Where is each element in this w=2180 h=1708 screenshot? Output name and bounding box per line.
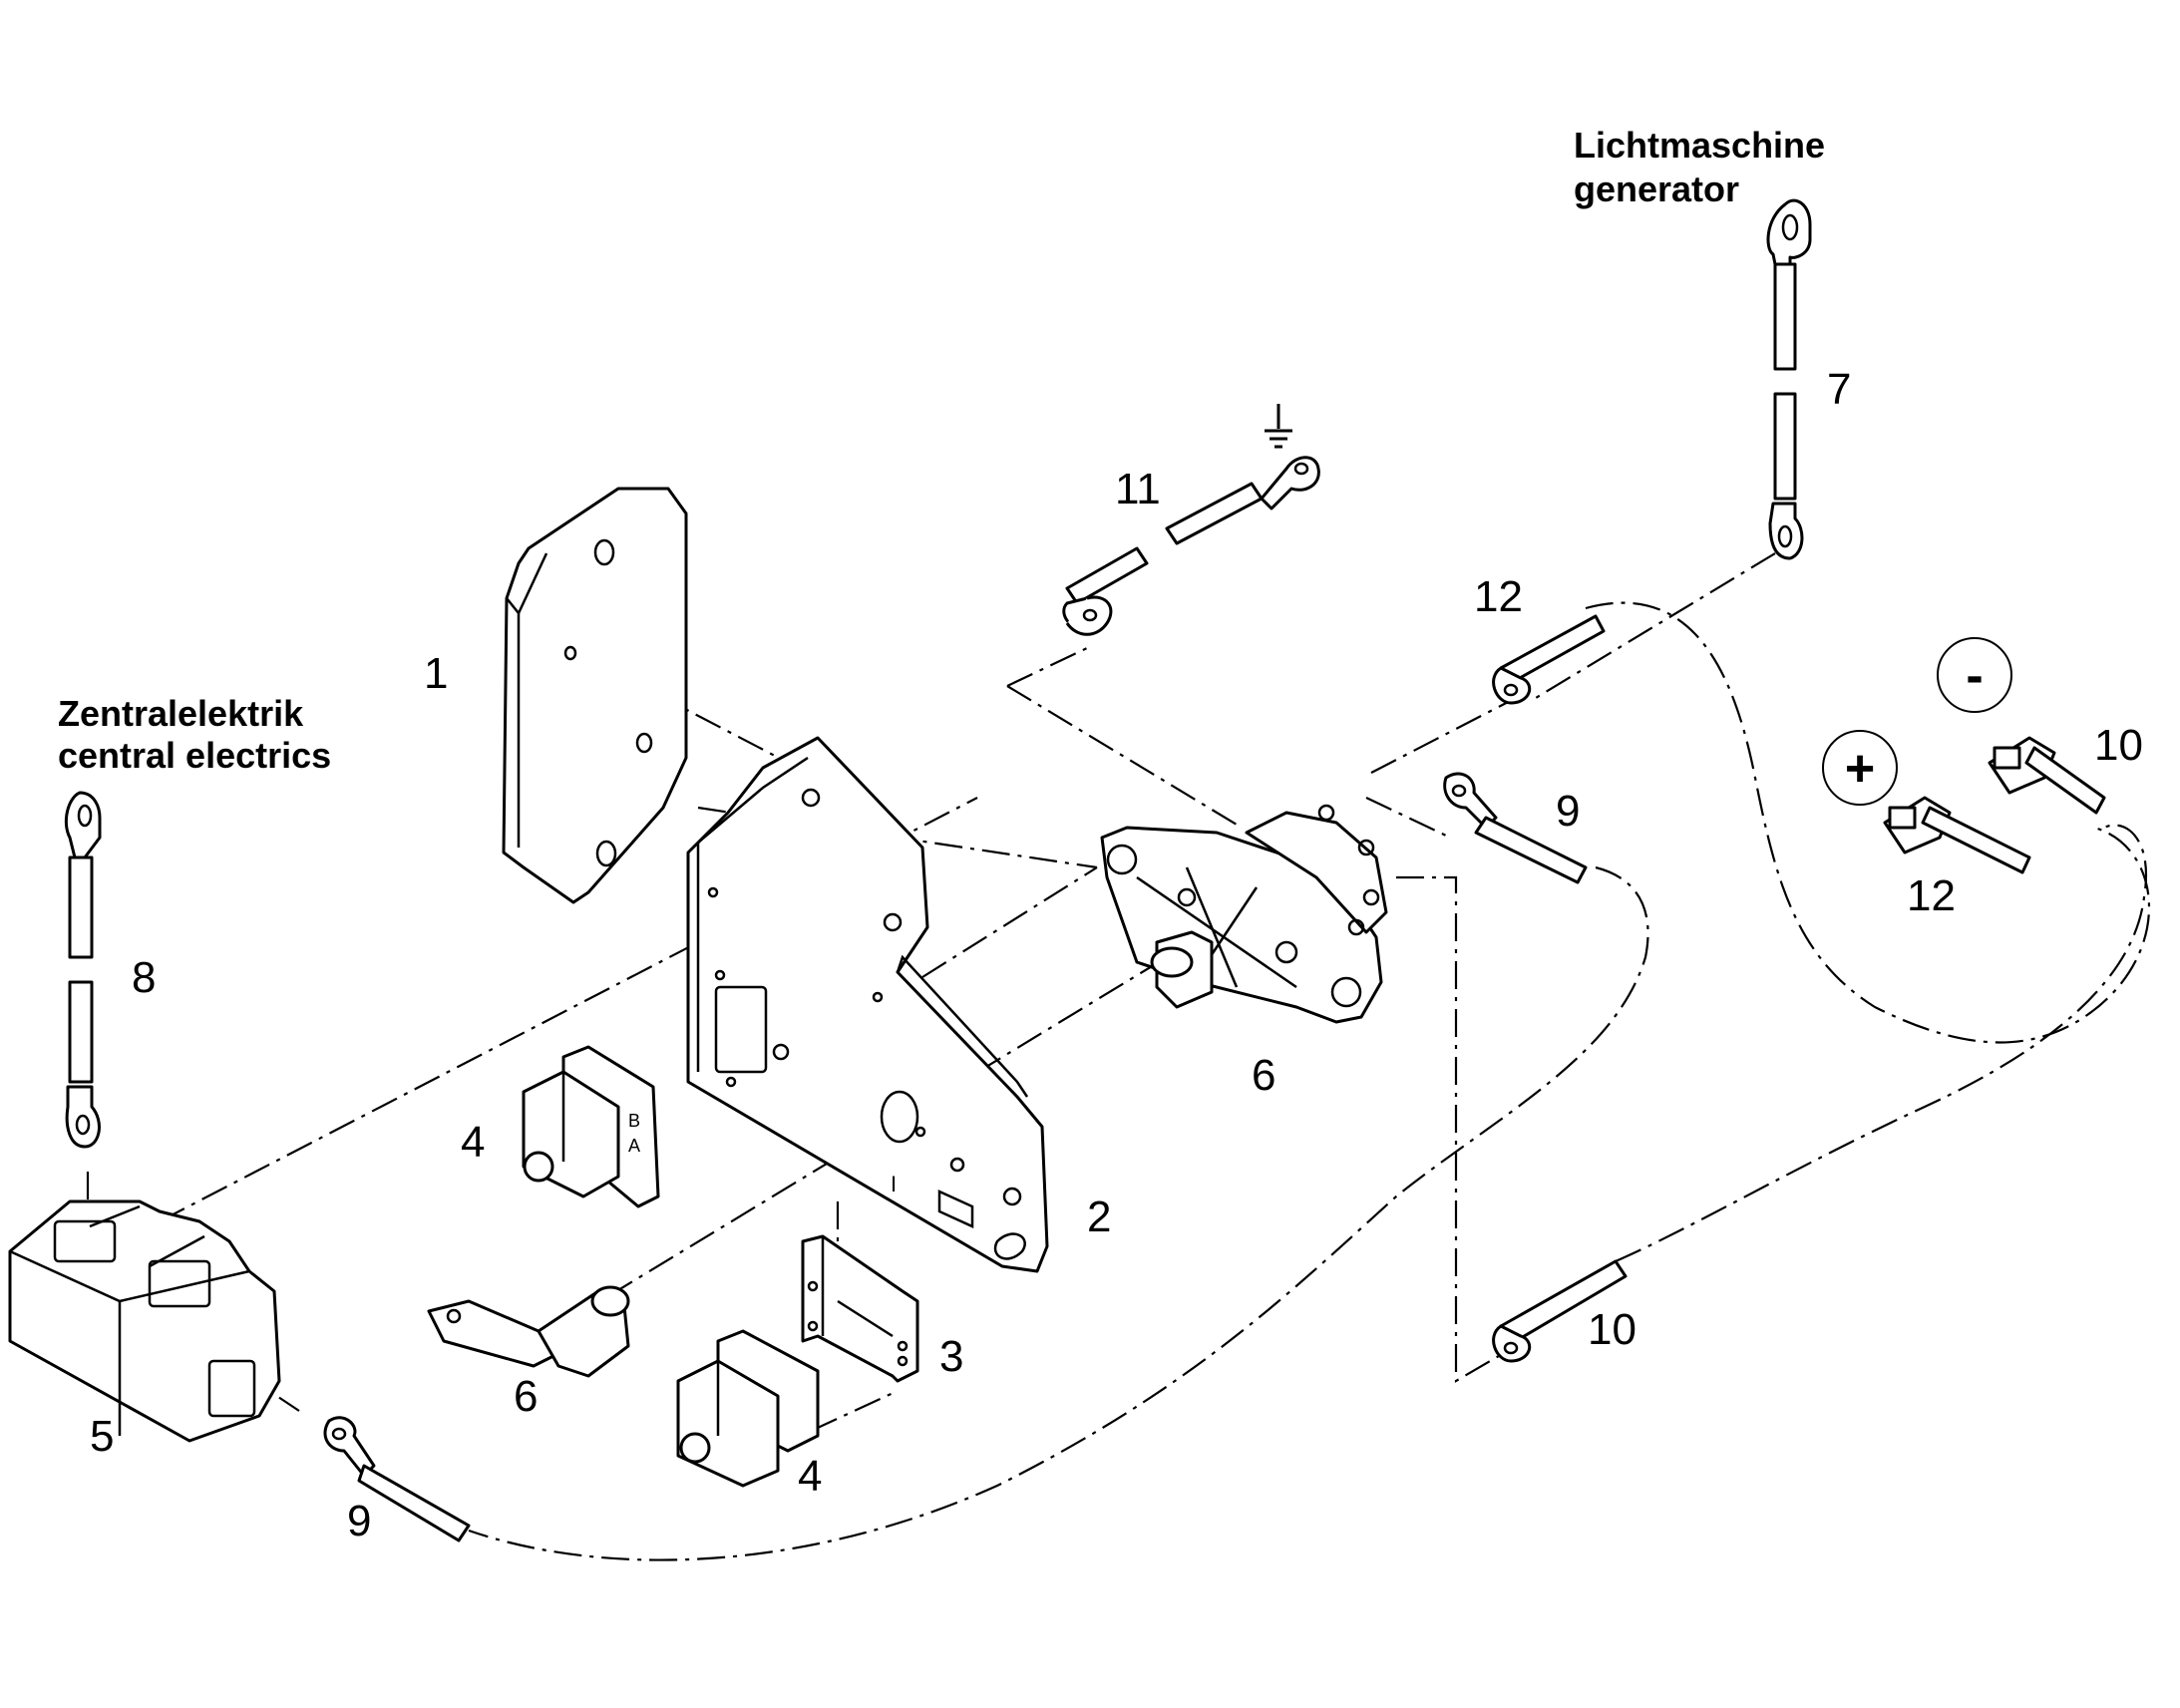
part-number-1: 1 [424,649,448,698]
plus-sign: + [1845,740,1875,798]
cable-9-left [323,1416,471,1542]
cable-8-central [64,791,102,1149]
bracket-marking-I: I [891,1172,897,1196]
part-4-switch-lower [676,1329,820,1488]
label-generator-de: Lichtmaschine [1574,125,1825,166]
part-number-2: 2 [1087,1193,1111,1241]
part-number-5: 5 [90,1412,114,1461]
part-number-10-upper: 10 [2094,721,2143,770]
part-number-3: 3 [939,1332,963,1381]
part-5-fuse-block [8,1199,281,1443]
part-number-6-key: 6 [514,1372,538,1421]
part-number-10-lower: 10 [1588,1305,1636,1354]
cable-7-generator [1766,198,1812,560]
cable-10-minus-clamp [1988,736,2106,815]
part-number-12-upper: 12 [1474,572,1523,621]
label-central-de: Zentralelektrik [58,693,304,734]
part-number-8: 8 [132,953,156,1002]
ground-symbol [1265,404,1292,449]
part-3-small-bracket [801,1234,919,1383]
minus-sign: - [1966,647,1983,705]
switch-marking-A: A [628,1136,640,1156]
switch-marking-B: B [628,1111,640,1131]
part-number-4-lower: 4 [798,1452,822,1501]
part-number-6-switch: 6 [1252,1051,1275,1100]
part-number-12-lower: 12 [1907,871,1956,920]
part-number-7: 7 [1827,365,1851,414]
part-6-switch-key [427,1285,630,1378]
connection-lines [86,552,2151,1561]
minus-sign-badge: - [1937,637,2012,713]
part-2-bracket: I [686,736,1049,1273]
part-number-11: 11 [1115,465,1161,513]
part-number-9-right: 9 [1556,787,1580,836]
part-number-9-left: 9 [347,1497,371,1545]
cable-12-upper [1492,614,1606,705]
label-central-en: central electrics [58,735,331,776]
cable-11-ground [1062,456,1320,636]
plus-sign-badge: + [1822,730,1898,806]
cable-9-right [1443,772,1588,884]
cable-12-plus-clamp [1883,796,2031,874]
cable-10-lower [1492,1259,1628,1363]
part-4-switch-upper: B A [522,1045,660,1208]
part-1-cover-plate [502,487,688,904]
part-number-4-upper: 4 [461,1118,485,1167]
part-6-battery-switch [1100,804,1388,1024]
label-generator-en: generator [1574,169,1739,209]
